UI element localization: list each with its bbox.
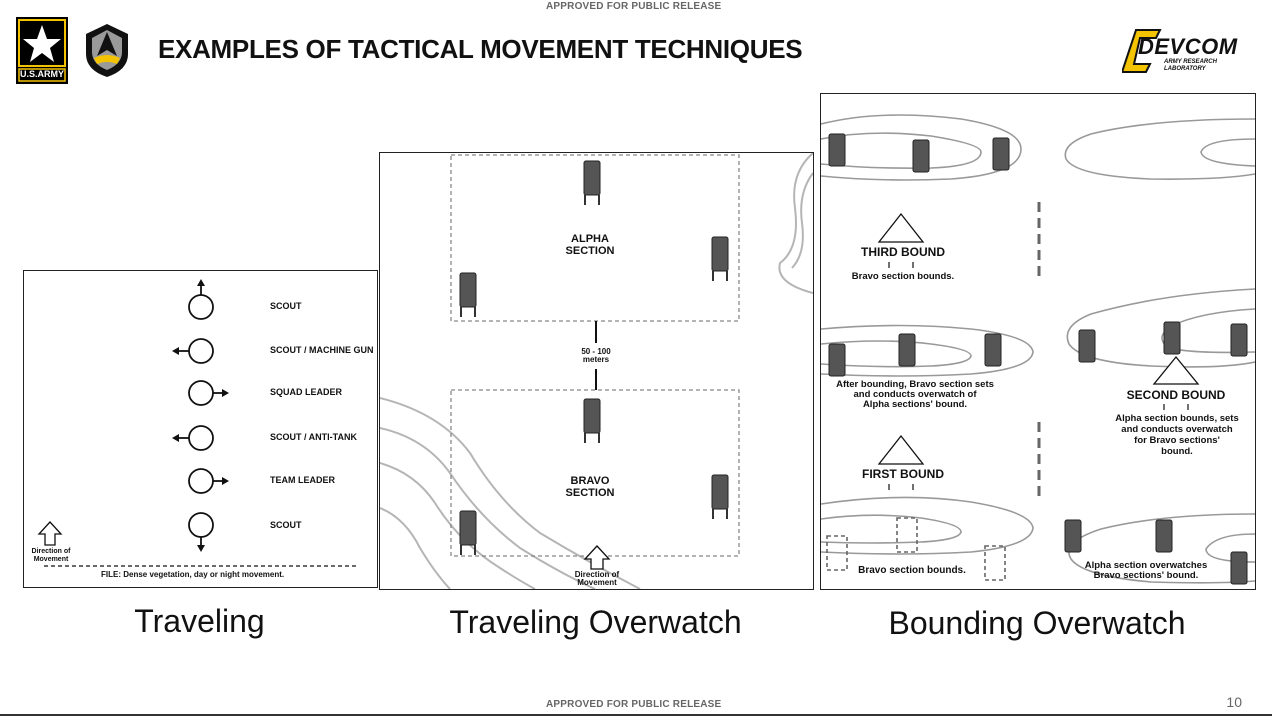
bravo-section-label: BRAVO SECTION <box>565 475 615 499</box>
after-bounding-note: After bounding, Bravo section sets and c… <box>836 379 994 410</box>
first-bound-label: FIRST BOUND <box>862 467 944 481</box>
bounding-overwatch-diagram: THIRD BOUND Bravo section bounds. After … <box>820 93 1256 590</box>
futures-command-shield <box>84 22 130 83</box>
direction-label: Direction of Movement <box>31 548 71 563</box>
distance-label: 50 - 100 meters <box>581 347 611 364</box>
position-label: SCOUT <box>270 520 302 530</box>
direction-of-movement-icon <box>583 545 611 570</box>
second-bound-arrow-icon <box>1152 355 1200 385</box>
file-note: FILE: Dense vegetation, day or night mov… <box>101 570 285 579</box>
second-bound-label: SECOND BOUND <box>1126 388 1226 402</box>
devcom-logo-subtext: ARMY RESEARCH LABORATORY <box>1164 59 1217 72</box>
direction-of-movement-icon <box>37 521 63 546</box>
second-bound-note: Alpha section bounds, sets and conducts … <box>1115 413 1239 457</box>
traveling-overwatch-caption: Traveling Overwatch <box>449 604 742 640</box>
footer-divider <box>0 714 1272 716</box>
devcom-logo: DEVCOM ARMY RESEARCH LABORATORY <box>1122 28 1254 74</box>
traveling-scout-2-icon <box>188 512 214 538</box>
bounding-overwatch-caption: Bounding Overwatch <box>888 605 1186 641</box>
devcom-logo-text: DEVCOM <box>1138 34 1238 59</box>
traveling-caption: Traveling <box>134 603 265 639</box>
position-label: SCOUT / MACHINE GUN <box>270 345 374 355</box>
traveling-team-leader-icon <box>188 468 214 494</box>
first-bound-arrow-icon <box>877 434 925 465</box>
traveling-anti-tank-icon <box>188 425 214 451</box>
third-bound-note: Bravo section bounds. <box>851 271 955 282</box>
army-logo-text: U.S.ARMY <box>19 69 64 79</box>
vehicle-icons <box>828 133 1248 585</box>
vehicle-icons <box>459 160 729 546</box>
traveling-machine-gun-icon <box>188 338 214 364</box>
traveling-scout-1-icon <box>188 294 214 320</box>
page-number: 10 <box>1226 694 1242 710</box>
first-bound-note: Bravo section bounds. <box>858 565 966 576</box>
alpha-overwatch-note: Alpha section overwatches Bravo sections… <box>1084 560 1208 581</box>
release-notice-bottom: APPROVED FOR PUBLIC RELEASE <box>546 699 722 710</box>
third-bound-label: THIRD BOUND <box>861 245 945 259</box>
release-notice-top: APPROVED FOR PUBLIC RELEASE <box>546 1 722 12</box>
position-label: SCOUT / ANTI-TANK <box>270 432 357 442</box>
third-bound-arrow-icon <box>877 212 925 243</box>
position-label: SQUAD LEADER <box>270 387 343 397</box>
traveling-squad-leader-icon <box>188 380 214 406</box>
alpha-section-label: ALPHA SECTION <box>565 233 615 257</box>
traveling-diagram: SCOUT SCOUT / MACHINE GUN SQUAD LEADER S… <box>23 270 378 588</box>
direction-label: Direction of Movement <box>574 570 620 587</box>
us-army-logo: U.S.ARMY <box>16 17 68 84</box>
position-label: TEAM LEADER <box>270 475 335 485</box>
traveling-overwatch-diagram: ALPHA SECTION 50 - 100 meters BRAVO SECT… <box>379 152 814 590</box>
position-label: SCOUT <box>270 301 302 311</box>
slide-title: EXAMPLES OF TACTICAL MOVEMENT TECHNIQUES <box>158 34 803 64</box>
